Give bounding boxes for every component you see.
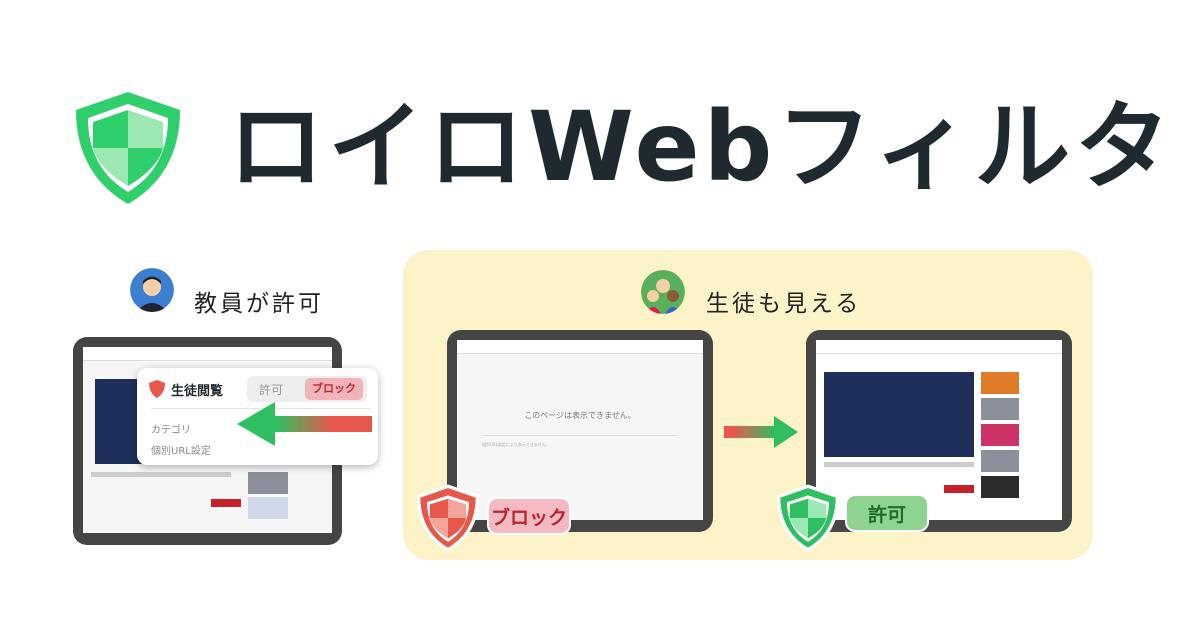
shield-icon	[149, 380, 165, 398]
allow-badge: 許可	[845, 494, 929, 532]
teacher-avatar-icon	[130, 268, 174, 312]
url-bar[interactable]	[83, 347, 332, 361]
url-bar	[816, 340, 1062, 354]
shield-allow-icon	[776, 484, 840, 552]
menu-url-setting[interactable]: 個別URL設定	[151, 446, 211, 457]
student-view-label: 生徒閲覧	[171, 384, 224, 399]
students-caption: 生徒も見える	[706, 291, 862, 317]
allowed-tablet	[806, 330, 1072, 532]
menu-category[interactable]: カテゴリ	[151, 425, 191, 436]
url-bar	[457, 340, 703, 354]
block-badge: ブロック	[487, 497, 571, 535]
blocked-message: このページは表示できません。	[524, 411, 636, 420]
allow-block-toggle[interactable]: 許可 ブロック	[247, 376, 367, 402]
shield-logo-icon	[76, 92, 180, 204]
toggle-block[interactable]: ブロック	[305, 378, 363, 400]
arrow-left-icon	[237, 402, 372, 446]
arrow-right-icon	[724, 416, 798, 448]
filter-popup: 生徒閲覧 許可 ブロック カテゴリ 個別URL設定	[137, 368, 378, 465]
toggle-allow[interactable]: 許可	[259, 383, 284, 397]
teacher-caption: 教員が許可	[194, 291, 324, 317]
blocked-reason: 個別URL設定により表示できません。	[482, 442, 550, 447]
students-avatar-icon	[641, 270, 685, 314]
product-title: ロイロWebフィルタ	[228, 91, 1175, 203]
shield-block-icon	[416, 484, 480, 552]
blocked-tablet: このページは表示できません。 個別URL設定により表示できません。	[447, 330, 713, 532]
